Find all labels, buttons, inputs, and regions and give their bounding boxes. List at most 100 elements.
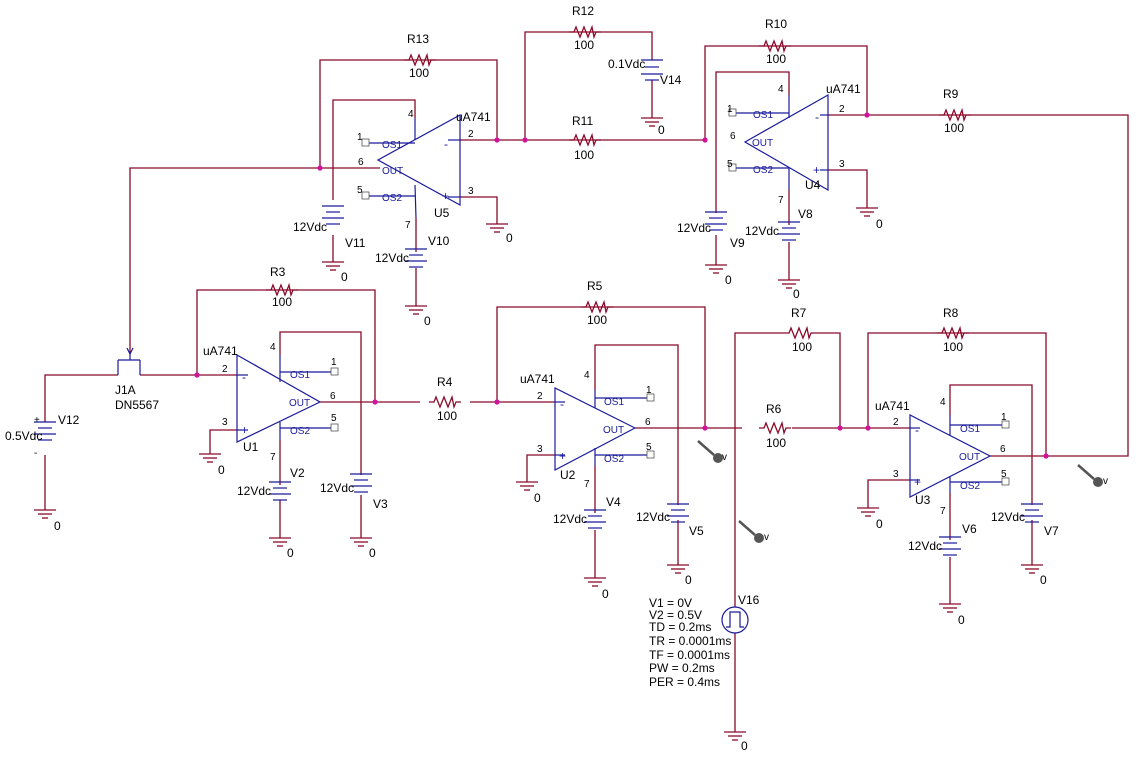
source-v14[interactable]: V14 0.1Vdc: [608, 57, 682, 87]
u1-ref: U1: [243, 440, 259, 454]
svg-text:0: 0: [793, 287, 800, 301]
opamp-u2[interactable]: - + 4 7 1 5 2 3 6 OS1 OS2 OUT uA741 U2: [520, 370, 655, 490]
svg-text:5: 5: [646, 442, 652, 453]
svg-text:7: 7: [405, 220, 411, 231]
source-v3[interactable]: V3 12Vdc: [320, 473, 388, 511]
v10-value: 12Vdc: [375, 251, 409, 265]
ground-icon: 0: [856, 507, 883, 531]
ground-icon: 0: [640, 117, 665, 137]
svg-text:OUT: OUT: [959, 452, 980, 463]
v8-value: 12Vdc: [745, 224, 779, 238]
r5-value: 100: [587, 313, 607, 327]
opamp-u4[interactable]: - + 4 7 1 5 2 3 6 OS1 OS2 OUT uA741 U4: [727, 82, 861, 206]
svg-text:OS1: OS1: [753, 110, 773, 121]
jfet-j1a[interactable]: J1A DN5567: [115, 340, 159, 412]
ground-icon: 0: [33, 509, 61, 533]
svg-text:+: +: [34, 415, 40, 426]
v7-value: 12Vdc: [991, 510, 1025, 524]
svg-text:0: 0: [341, 270, 348, 284]
v5-value: 12Vdc: [636, 510, 670, 524]
v16-ref: V16: [738, 593, 760, 607]
j1a-ref: J1A: [115, 383, 136, 397]
svg-text:OS2: OS2: [290, 426, 310, 437]
source-v8[interactable]: V8 12Vdc: [745, 207, 813, 241]
opamp-u5[interactable]: - + 4 7 1 5 2 3 6 OS1 OS2 OUT uA741 U5: [357, 109, 491, 231]
svg-text:+: +: [813, 163, 820, 177]
resistor-r12[interactable]: R12 100: [568, 4, 602, 52]
v16-td: TD = 0.2ms: [649, 620, 711, 634]
j1a-model: DN5567: [115, 398, 159, 412]
svg-text:-: -: [915, 423, 919, 437]
ground-icon: 0: [268, 537, 294, 560]
voltage-probe-u3-out[interactable]: v: [1076, 463, 1108, 489]
resistor-r4[interactable]: R4 100: [428, 375, 462, 423]
opamp-u1[interactable]: - + 4 7 1 5 2 3 6 OS1 OS2 OUT uA741 U1: [203, 342, 339, 463]
svg-text:-: -: [34, 448, 37, 459]
source-v4[interactable]: V4 12Vdc: [553, 495, 621, 529]
source-v5[interactable]: V5 12Vdc: [636, 503, 704, 538]
voltage-probe-v16[interactable]: v: [737, 519, 769, 545]
svg-text:5: 5: [727, 159, 733, 170]
r6-value: 100: [766, 436, 786, 450]
svg-text:3: 3: [839, 159, 845, 170]
r13-value: 100: [409, 66, 429, 80]
resistor-r3[interactable]: R3 100: [265, 265, 299, 309]
resistor-r9[interactable]: R9 100: [938, 87, 972, 135]
svg-text:-: -: [815, 110, 819, 124]
source-v7[interactable]: V7 12Vdc: [991, 503, 1059, 538]
resistor-r8[interactable]: R8 100: [936, 306, 970, 354]
svg-text:0: 0: [876, 217, 883, 231]
source-v10[interactable]: V10 12Vdc: [375, 234, 450, 268]
svg-text:5: 5: [357, 185, 363, 196]
svg-text:0: 0: [54, 519, 61, 533]
r10-value: 100: [766, 52, 786, 66]
ground-symbols: 0 0 0 0 0 0 0 0 0 0 0 0 0 0 0 0 0 0: [33, 117, 1047, 753]
v16-per: PER = 0.4ms: [649, 675, 720, 689]
ground-icon: 0: [515, 481, 541, 505]
ground-icon: 0: [485, 223, 513, 245]
source-v2[interactable]: V2 12Vdc: [237, 466, 305, 501]
v11-value: 12Vdc: [293, 220, 327, 234]
svg-text:0: 0: [741, 739, 748, 753]
svg-text:0: 0: [958, 613, 965, 627]
svg-text:-: -: [560, 397, 564, 411]
svg-text:7: 7: [270, 452, 276, 463]
svg-text:2: 2: [893, 417, 899, 428]
svg-text:6: 6: [330, 391, 336, 402]
source-v9[interactable]: V9 12Vdc: [677, 211, 745, 250]
svg-text:+: +: [241, 423, 248, 437]
resistor-r11[interactable]: R11 100: [568, 114, 602, 162]
source-v6[interactable]: V6 12Vdc: [908, 522, 977, 556]
svg-text:4: 4: [408, 109, 414, 120]
r8-ref: R8: [943, 306, 959, 320]
svg-text:OS2: OS2: [604, 454, 624, 465]
r12-value: 100: [574, 38, 594, 52]
voltage-probe-u2-out[interactable]: v: [696, 439, 727, 465]
svg-text:-: -: [242, 370, 246, 384]
svg-text:0: 0: [287, 546, 294, 560]
v6-ref: V6: [962, 522, 977, 536]
v10-ref: V10: [428, 234, 450, 248]
wires: [44, 31, 1129, 732]
r4-ref: R4: [437, 375, 453, 389]
r5-ref: R5: [587, 279, 603, 293]
opamp-u3[interactable]: - + 4 7 1 5 2 3 6 OS1 OS2 OUT uA741 U3: [875, 397, 1010, 517]
resistor-r13[interactable]: R13 100: [403, 32, 437, 80]
pulse-source-v16[interactable]: V16 V1 = 0V V2 = 0.5V TD = 0.2ms TR = 0.…: [649, 593, 760, 689]
resistor-r6[interactable]: R6 100: [758, 402, 792, 450]
resistor-r7[interactable]: R7 100: [783, 306, 817, 354]
v4-value: 12Vdc: [553, 512, 587, 526]
ground-icon: 0: [938, 603, 965, 627]
source-v12[interactable]: + - V12 0.5Vdc: [5, 413, 80, 459]
svg-text:0: 0: [1040, 573, 1047, 587]
svg-text:3: 3: [893, 469, 899, 480]
resistor-r10[interactable]: R10 100: [758, 17, 792, 66]
svg-text:OS1: OS1: [290, 370, 310, 381]
v16-tr: TR = 0.0001ms: [649, 634, 731, 648]
svg-text:6: 6: [730, 131, 736, 142]
r11-ref: R11: [572, 114, 593, 128]
resistor-r5[interactable]: R5 100: [580, 279, 614, 327]
source-v11[interactable]: V11 12Vdc: [293, 205, 366, 250]
svg-text:3: 3: [537, 444, 543, 455]
